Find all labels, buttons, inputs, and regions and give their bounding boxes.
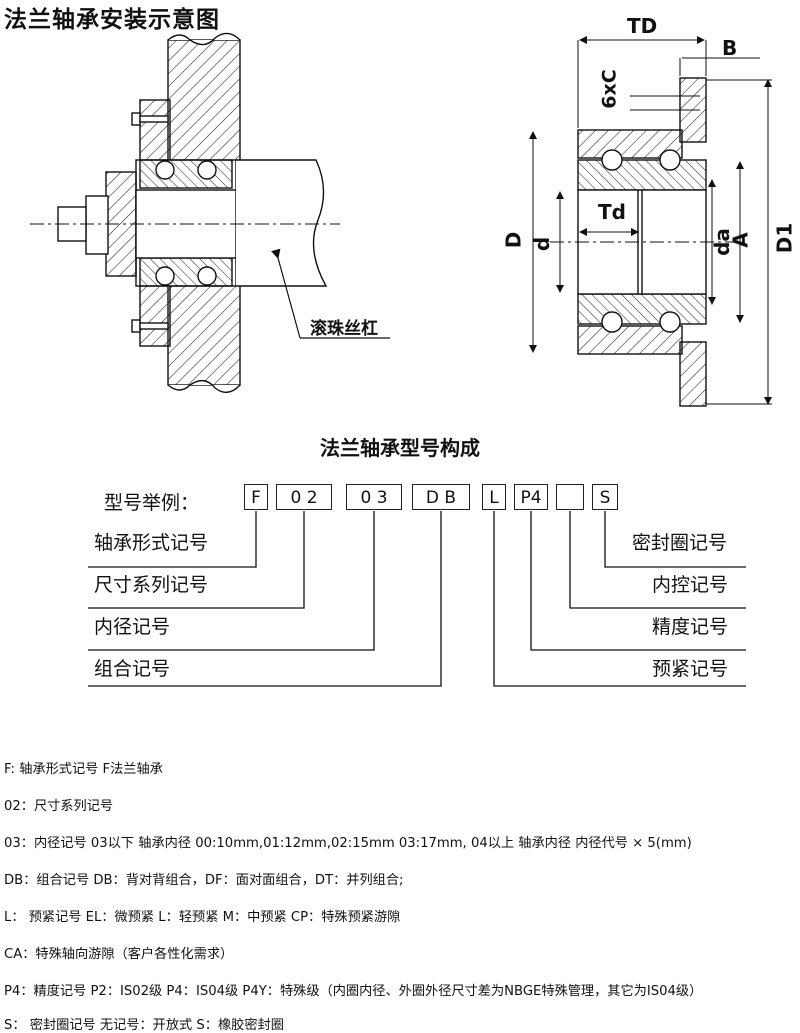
note-seal: S： 密封圈记号 无记号：开放式 S：橡胶密封圈 <box>4 1018 284 1033</box>
page-title: 法兰轴承安装示意图 <box>4 7 220 33</box>
drawings-canvas <box>30 32 772 407</box>
dim-D1: D1 <box>772 222 797 254</box>
dim-B: B <box>722 36 738 60</box>
note-clearance: CA：特殊轴向游隙（客户各性化需求） <box>4 947 234 962</box>
code-box-precision: P4 <box>514 484 548 510</box>
dim-d: d <box>530 236 555 252</box>
note-form: F: 轴承形式记号 F法兰轴承 <box>4 762 163 777</box>
code-box-form: F <box>244 484 268 510</box>
dimension-lines <box>529 36 772 405</box>
dim-TD: TD <box>627 14 658 38</box>
installation-drawing <box>30 32 390 393</box>
note-size: 02：尺寸系列记号 <box>4 799 114 814</box>
code-box-size: 0 2 <box>276 484 332 510</box>
dim-6xC: 6xC <box>598 69 621 109</box>
code-box-combination: D B <box>412 484 470 510</box>
code-box-internal <box>556 484 584 510</box>
code-box-preload: L <box>482 484 506 510</box>
label-internal-control: 内控记号 <box>652 574 729 596</box>
example-label: 型号举例： <box>104 492 200 514</box>
model-code-title: 法兰轴承型号构成 <box>320 436 480 460</box>
dimension-drawing <box>550 77 745 407</box>
label-combination: 组合记号 <box>94 658 171 680</box>
note-bore: 03：内径记号 03以下 轴承内径 00:10mm,01:12mm,02:15m… <box>4 836 692 851</box>
note-combination: DB：组合记号 DB：背对背组合，DF：面对面组合，DT：并列组合; <box>4 873 404 888</box>
ball-screw-callout: 滚珠丝杠 <box>310 319 378 339</box>
dim-A: A <box>728 232 753 248</box>
label-precision: 精度记号 <box>652 616 729 638</box>
label-preload: 预紧记号 <box>652 658 729 680</box>
label-seal: 密封圈记号 <box>632 532 728 554</box>
label-size-series: 尺寸系列记号 <box>94 574 209 596</box>
dim-D: D <box>501 231 526 249</box>
note-preload: L： 预紧记号 EL：微预紧 L：轻预紧 M：中预紧 CP：特殊预紧游隙 <box>4 910 401 925</box>
dim-Td: Td <box>598 200 626 224</box>
label-bore: 内径记号 <box>94 616 171 638</box>
note-precision: P4：精度记号 P2：IS02级 P4：IS04级 P4Y：特殊级（内圈内径、外… <box>4 984 703 999</box>
code-box-seal: S <box>592 484 618 510</box>
code-box-bore: 0 3 <box>346 484 402 510</box>
label-bearing-form: 轴承形式记号 <box>94 532 209 554</box>
